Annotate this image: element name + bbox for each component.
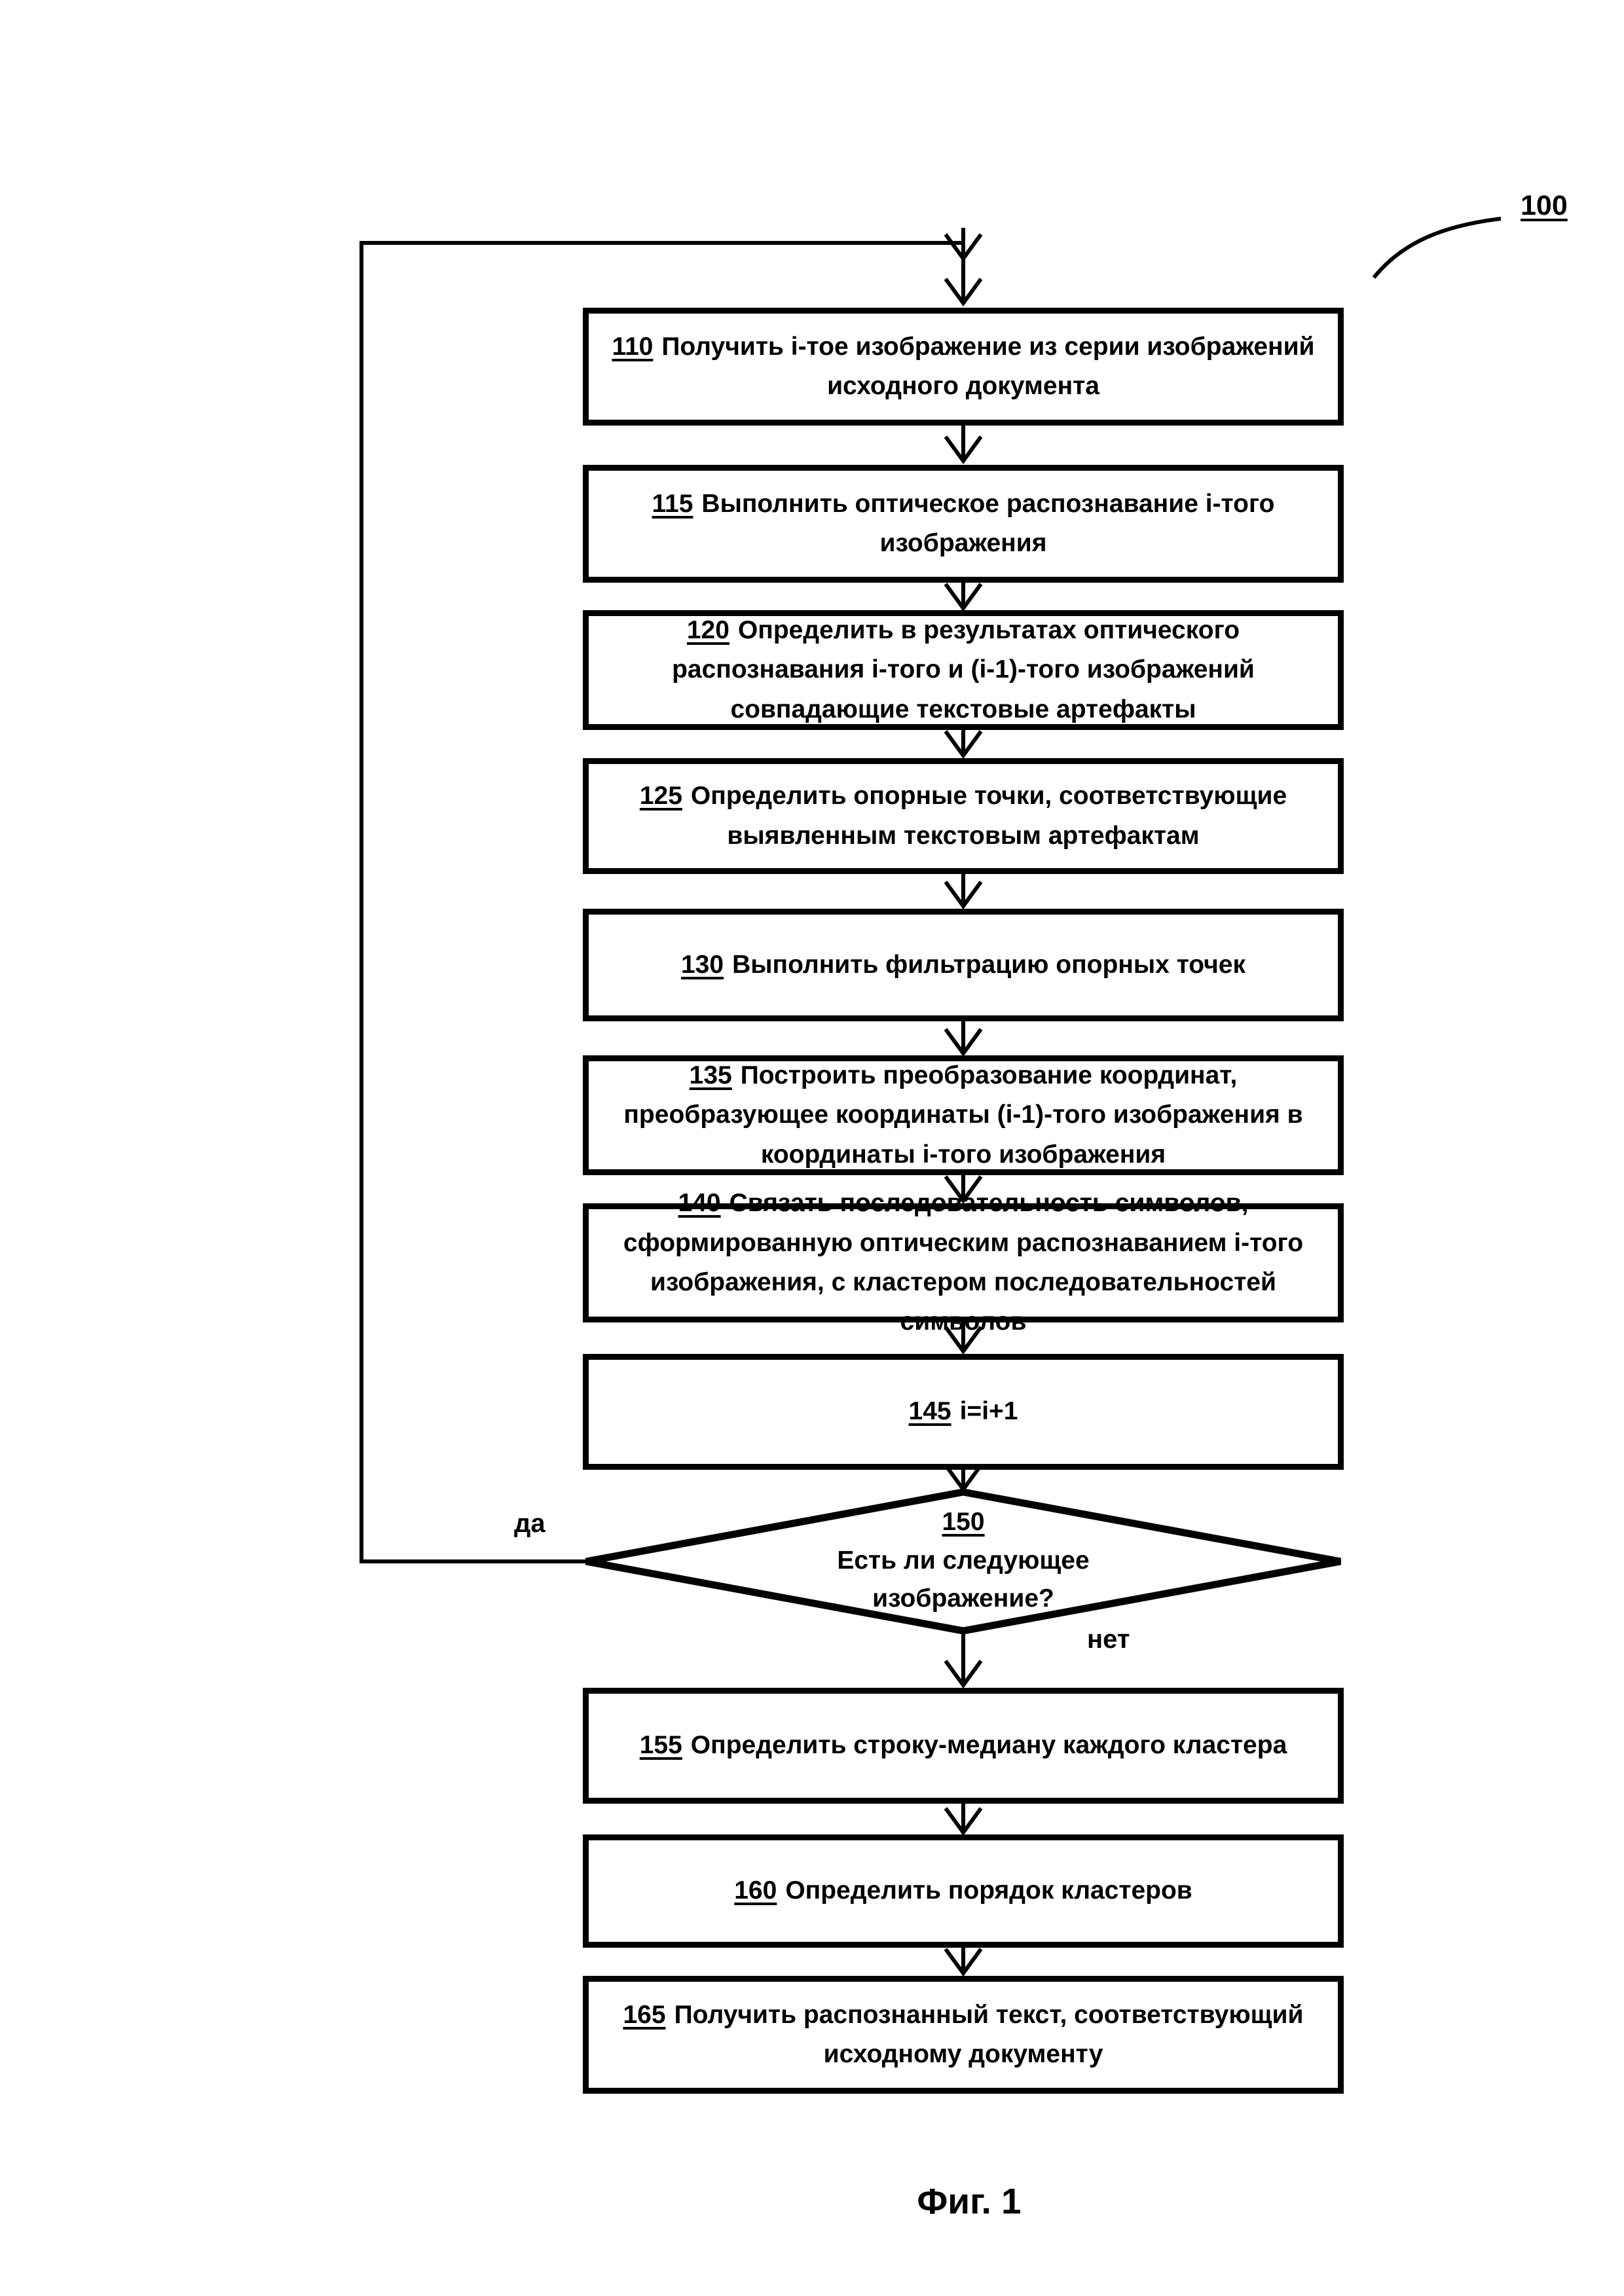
arrow-down-icon	[944, 233, 983, 263]
arrow-down-icon	[944, 278, 983, 307]
arrow-125-130	[944, 874, 983, 910]
step-160-number: 160	[734, 1876, 777, 1905]
step-120-number: 120	[686, 615, 729, 644]
reference-pointer-curve	[1372, 217, 1502, 279]
step-115-number: 115	[652, 489, 693, 518]
arrow-160-165	[944, 1948, 983, 1977]
arrow-110-115	[944, 426, 983, 465]
branch-label-yes: да	[514, 1509, 545, 1538]
arrow-down-icon	[944, 1326, 983, 1355]
arrow-155-160	[944, 1804, 983, 1836]
decision-150-question: Есть ли следующее изображение?	[837, 1546, 1090, 1613]
arrow-down-icon	[944, 583, 983, 612]
step-165-number: 165	[623, 2000, 666, 2029]
figure-reference-number: 100	[1521, 190, 1568, 221]
arrow-120-125	[944, 730, 983, 759]
arrow-down-icon	[944, 730, 983, 759]
arrow-140-145	[944, 1322, 983, 1355]
arrow-down-icon	[944, 1028, 983, 1057]
step-140-number: 140	[678, 1189, 721, 1218]
arrow-down-icon	[944, 1660, 983, 1689]
arrow-down-icon	[944, 1948, 983, 1977]
arrow-down-icon	[944, 1807, 983, 1836]
arrow-down-icon	[944, 881, 983, 910]
figure-caption: Фиг. 1	[917, 2181, 1022, 2221]
arrow-down-icon	[944, 435, 983, 465]
step-110-number: 110	[612, 332, 654, 361]
arrow-150-155-no-branch	[944, 1631, 983, 1689]
arrow-down-icon	[944, 1175, 983, 1205]
arrow-130-135	[944, 1021, 983, 1057]
arrow-115-120	[944, 583, 983, 612]
decision-diamond-shape	[585, 1488, 1341, 1635]
step-135-number: 135	[689, 1061, 732, 1089]
arrow-135-140	[944, 1175, 983, 1205]
step-125-number: 125	[639, 782, 682, 811]
decision-150-text: 150 Есть ли следующее изображение?	[767, 1503, 1160, 1618]
step-130-number: 130	[680, 950, 724, 979]
step-145-number: 145	[908, 1397, 951, 1426]
branch-label-no: нет	[1087, 1625, 1130, 1654]
decision-150-number: 150	[942, 1508, 985, 1536]
step-155-number: 155	[639, 1731, 682, 1760]
loop-back-connector	[360, 228, 983, 1563]
